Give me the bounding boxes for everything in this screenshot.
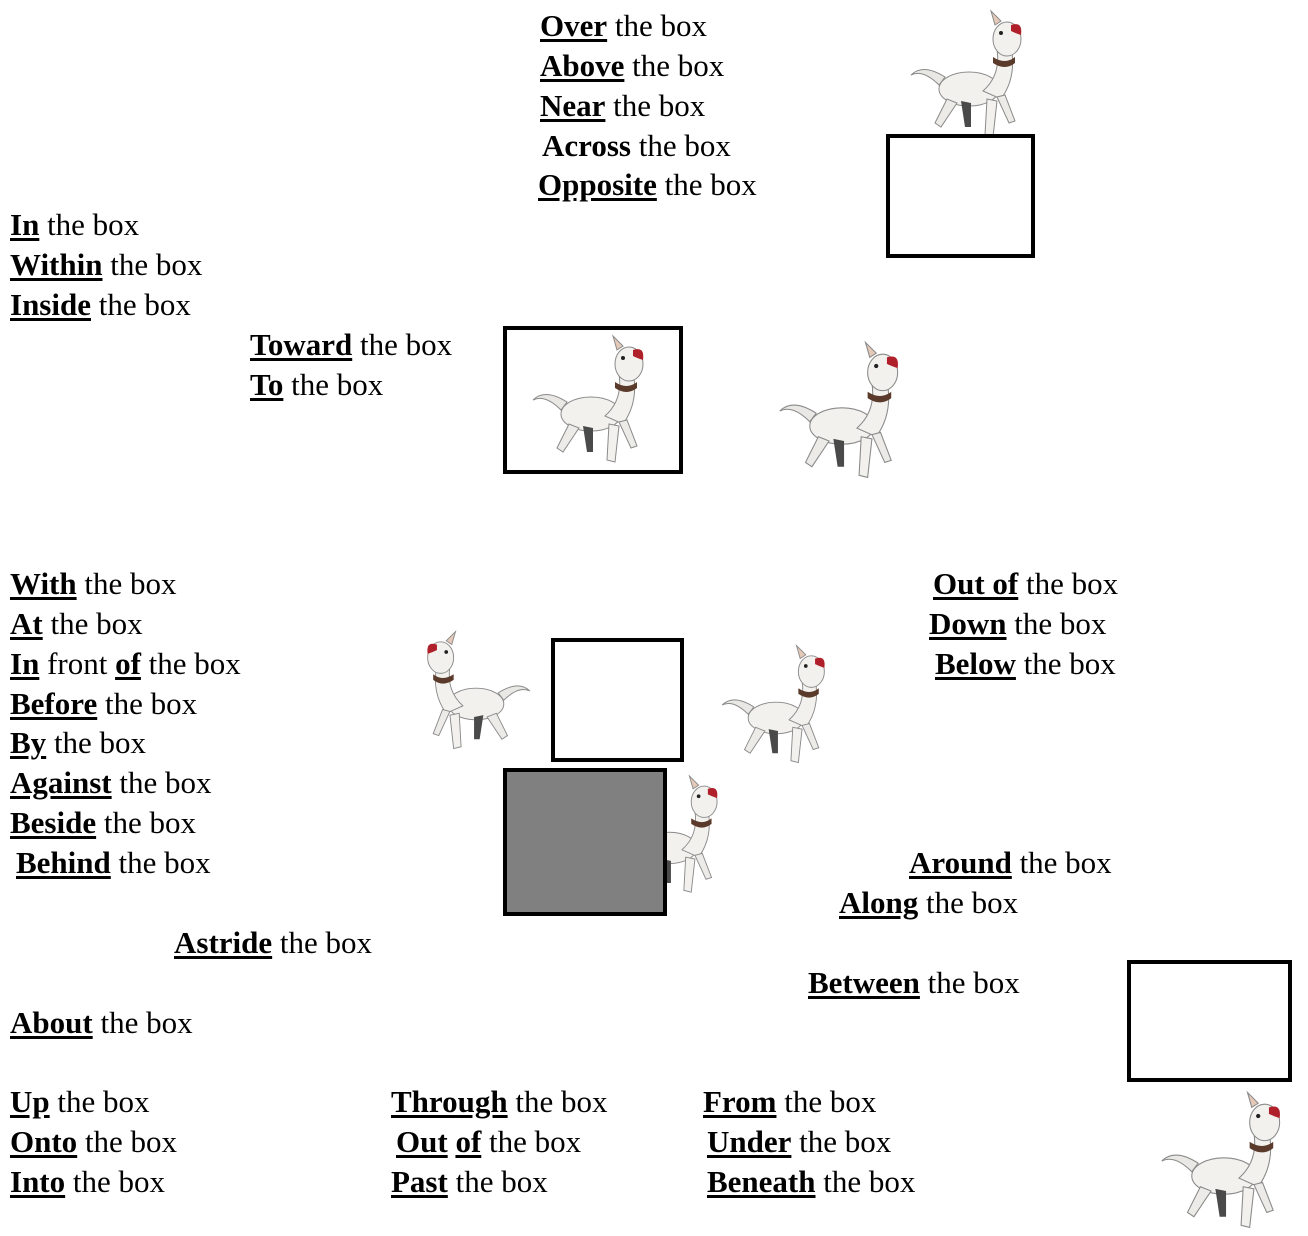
dog-image-right-of-box: [712, 640, 842, 770]
phrase-along: Along the box: [839, 883, 1018, 923]
preposition: Between: [808, 965, 920, 1000]
preposition: Beneath: [707, 1164, 816, 1199]
preposition: Near: [540, 88, 605, 123]
preposition: Out: [396, 1124, 448, 1159]
dog-image-left-of-box: [410, 626, 540, 756]
preposition: Around: [909, 845, 1012, 880]
phrase-inside: Inside the box: [10, 285, 191, 325]
box-bottom-right: [1127, 960, 1292, 1082]
phrase-beside: Beside the box: [10, 803, 196, 843]
phrase-between: Between the box: [808, 963, 1020, 1003]
phrase-by: By the box: [10, 723, 146, 763]
phrase-before: Before the box: [10, 684, 197, 724]
preposition: Above: [540, 48, 624, 83]
preposition: Down: [929, 606, 1007, 641]
preposition: Against: [10, 765, 112, 800]
dog-image-bottom-right: [1150, 1086, 1300, 1236]
dog-image-inside-box: [522, 330, 662, 470]
phrase-from: From the box: [703, 1082, 876, 1122]
preposition: Behind: [16, 845, 111, 880]
box-center-white: [551, 638, 684, 762]
phrase-onto: Onto the box: [10, 1122, 177, 1162]
preposition: Within: [10, 247, 102, 282]
preposition: From: [703, 1084, 776, 1119]
dog-image-top: [905, 0, 1035, 150]
preposition: Past: [391, 1164, 448, 1199]
phrase-toward: Toward the box: [250, 325, 452, 365]
phrase-through: Through the box: [391, 1082, 607, 1122]
preposition: of: [115, 646, 141, 681]
dog-image-middle: [768, 336, 918, 486]
preposition: Onto: [10, 1124, 77, 1159]
phrase-under: Under the box: [707, 1122, 891, 1162]
phrase-in-front-of: In front of the box: [10, 644, 241, 684]
phrase-with: With the box: [10, 564, 177, 604]
phrase-out-of-2: Out of the box: [396, 1122, 581, 1162]
preposition: Below: [935, 646, 1016, 681]
phrase-across: Across the box: [542, 126, 731, 166]
phrase-within: Within the box: [10, 245, 202, 285]
phrase-against: Against the box: [10, 763, 212, 803]
box-top-right: [886, 134, 1035, 258]
preposition: Through: [391, 1084, 508, 1119]
preposition: Before: [10, 686, 97, 721]
preposition: With: [10, 566, 77, 601]
phrase-below: Below the box: [935, 644, 1116, 684]
phrase-over: Over the box: [540, 6, 707, 46]
phrase-opposite: Opposite the box: [538, 165, 757, 205]
phrase-into: Into the box: [10, 1162, 165, 1202]
preposition: Across: [542, 128, 631, 163]
phrase-above: Above the box: [540, 46, 724, 86]
phrase-behind: Behind the box: [16, 843, 211, 883]
preposition: Astride: [174, 925, 272, 960]
phrase-to: To the box: [250, 365, 383, 405]
preposition: Along: [839, 885, 918, 920]
phrase-past: Past the box: [391, 1162, 548, 1202]
preposition: About: [10, 1005, 93, 1040]
preposition: In: [10, 646, 39, 681]
preposition: Opposite: [538, 167, 657, 202]
preposition: Inside: [10, 287, 91, 322]
phrase-up: Up the box: [10, 1082, 150, 1122]
phrase-around: Around the box: [909, 843, 1112, 883]
phrase-about: About the box: [10, 1003, 193, 1043]
phrase-beneath: Beneath the box: [707, 1162, 915, 1202]
preposition: In: [10, 207, 39, 242]
preposition: Under: [707, 1124, 791, 1159]
preposition: Beside: [10, 805, 96, 840]
preposition: At: [10, 606, 43, 641]
preposition: Over: [540, 8, 607, 43]
preposition: To: [250, 367, 283, 402]
phrase-astride: Astride the box: [174, 923, 372, 963]
phrase-out-of: Out of the box: [933, 564, 1118, 604]
preposition: Out of: [933, 566, 1018, 601]
phrase-near: Near the box: [540, 86, 705, 126]
phrase-down: Down the box: [929, 604, 1106, 644]
preposition: Toward: [250, 327, 352, 362]
box-grey: [503, 768, 667, 916]
phrase-at: At the box: [10, 604, 143, 644]
preposition: By: [10, 725, 46, 760]
preposition: Up: [10, 1084, 50, 1119]
preposition: of: [455, 1124, 481, 1159]
preposition: Into: [10, 1164, 65, 1199]
phrase-in: In the box: [10, 205, 139, 245]
